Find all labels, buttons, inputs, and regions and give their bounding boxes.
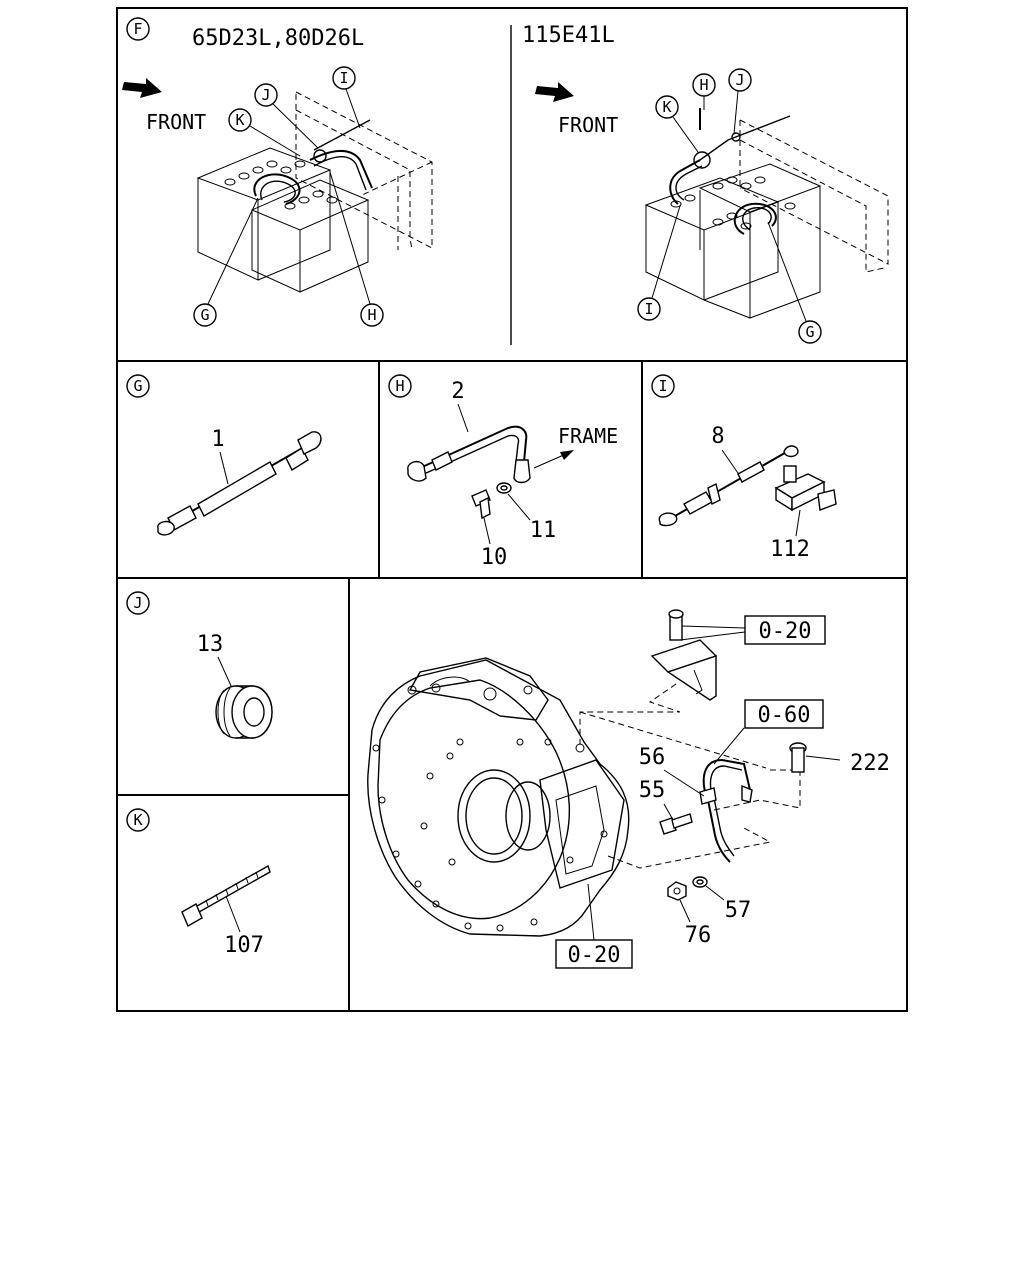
panel-k-circle-label: K bbox=[133, 811, 142, 829]
callout-k-right: K bbox=[655, 95, 699, 153]
battery-cable-1-icon bbox=[157, 431, 322, 536]
front-label-right: FRONT bbox=[558, 113, 618, 137]
panel-main-transmission: 0-20 0-60 0-20 bbox=[367, 609, 890, 969]
part-number-112: 112 bbox=[770, 537, 810, 562]
frame-rail-right bbox=[739, 119, 889, 273]
callout-i-right: I bbox=[637, 205, 681, 321]
callout-i-left: I bbox=[332, 66, 361, 129]
svg-text:H: H bbox=[699, 76, 708, 94]
frame-arrow-icon bbox=[533, 450, 574, 469]
front-arrow-icon bbox=[535, 82, 574, 102]
part-number-56: 56 bbox=[639, 745, 666, 770]
callout-k-left: K bbox=[228, 108, 301, 157]
nut-76-icon bbox=[667, 881, 687, 901]
part-number-107: 107 bbox=[224, 933, 264, 958]
washer-11-icon bbox=[496, 482, 512, 494]
part-number-222: 222 bbox=[850, 751, 890, 776]
washer-57-icon bbox=[692, 876, 708, 888]
grommet-13-icon bbox=[215, 685, 273, 739]
frame-rail-left bbox=[295, 91, 433, 251]
right-variant-title: 115E41L bbox=[522, 23, 615, 48]
svg-text:J: J bbox=[261, 86, 270, 104]
panel-g: G 1 bbox=[126, 374, 322, 536]
part-number-13: 13 bbox=[197, 632, 224, 657]
ref-box-bottom: 0-20 bbox=[555, 939, 633, 969]
callout-h-right: H bbox=[692, 73, 716, 110]
terminal-clamp-112-icon bbox=[774, 465, 837, 512]
battery-cable-8-icon bbox=[658, 445, 799, 527]
panel-h: H 2 FRAME 11 10 bbox=[388, 374, 618, 570]
panel-i-circle-label: I bbox=[658, 377, 667, 395]
callout-h-left: H bbox=[329, 171, 384, 327]
ref-box-top: 0-20 bbox=[744, 615, 826, 645]
panel-f: F 65D23L,80D26L 115E41L FRONT FRONT bbox=[122, 17, 889, 344]
left-variant-title: 65D23L,80D26L bbox=[192, 26, 364, 51]
frame-label: FRAME bbox=[558, 424, 618, 448]
panel-h-circle-label: H bbox=[395, 377, 404, 395]
ground-cable-2-icon bbox=[407, 425, 531, 484]
panel-f-circle-label: F bbox=[126, 17, 150, 41]
part-number-57: 57 bbox=[725, 898, 752, 923]
svg-text:0-60: 0-60 bbox=[758, 703, 811, 728]
svg-text:0-20: 0-20 bbox=[568, 943, 621, 968]
svg-text:H: H bbox=[367, 306, 376, 324]
part-number-11: 11 bbox=[530, 518, 557, 543]
ref-box-mid: 0-60 bbox=[744, 699, 824, 729]
bell-housing-icon bbox=[367, 657, 630, 937]
front-arrow-icon bbox=[122, 78, 162, 98]
svg-text:I: I bbox=[644, 300, 653, 318]
part-number-1: 1 bbox=[211, 427, 224, 452]
panel-g-circle-label: G bbox=[133, 377, 142, 395]
panel-i: I 8 112 bbox=[651, 374, 837, 562]
svg-text:F: F bbox=[133, 20, 142, 38]
callout-j-left: J bbox=[254, 83, 319, 149]
panel-j: J 13 bbox=[126, 591, 273, 739]
part-number-76: 76 bbox=[685, 923, 712, 948]
diagram-frame bbox=[116, 7, 908, 1012]
bolt-55-icon bbox=[659, 813, 693, 835]
part-number-10: 10 bbox=[481, 545, 508, 570]
part-number-2: 2 bbox=[451, 379, 464, 404]
svg-text:I: I bbox=[339, 69, 348, 87]
bolt-222-icon bbox=[789, 742, 841, 773]
svg-text:G: G bbox=[805, 323, 814, 341]
battery-pair-right bbox=[644, 108, 822, 319]
svg-text:K: K bbox=[235, 111, 244, 129]
cable-tie-107-icon bbox=[181, 864, 271, 927]
part-number-8: 8 bbox=[711, 424, 724, 449]
callout-g-right: G bbox=[767, 221, 822, 344]
callout-j-right: J bbox=[728, 68, 752, 135]
battery-pair-left bbox=[196, 119, 373, 293]
callout-g-left: G bbox=[193, 197, 259, 327]
svg-text:0-20: 0-20 bbox=[759, 619, 812, 644]
part-number-55: 55 bbox=[639, 778, 666, 803]
panel-k: K 107 bbox=[126, 808, 271, 958]
panel-j-circle-label: J bbox=[133, 594, 142, 612]
svg-text:G: G bbox=[200, 306, 209, 324]
mounting-bracket-icon bbox=[650, 609, 746, 701]
svg-text:J: J bbox=[735, 71, 744, 89]
svg-text:K: K bbox=[662, 98, 671, 116]
ground-strap-icon bbox=[699, 727, 753, 863]
bolt-10-icon bbox=[471, 489, 491, 520]
front-label-left: FRONT bbox=[146, 110, 206, 134]
